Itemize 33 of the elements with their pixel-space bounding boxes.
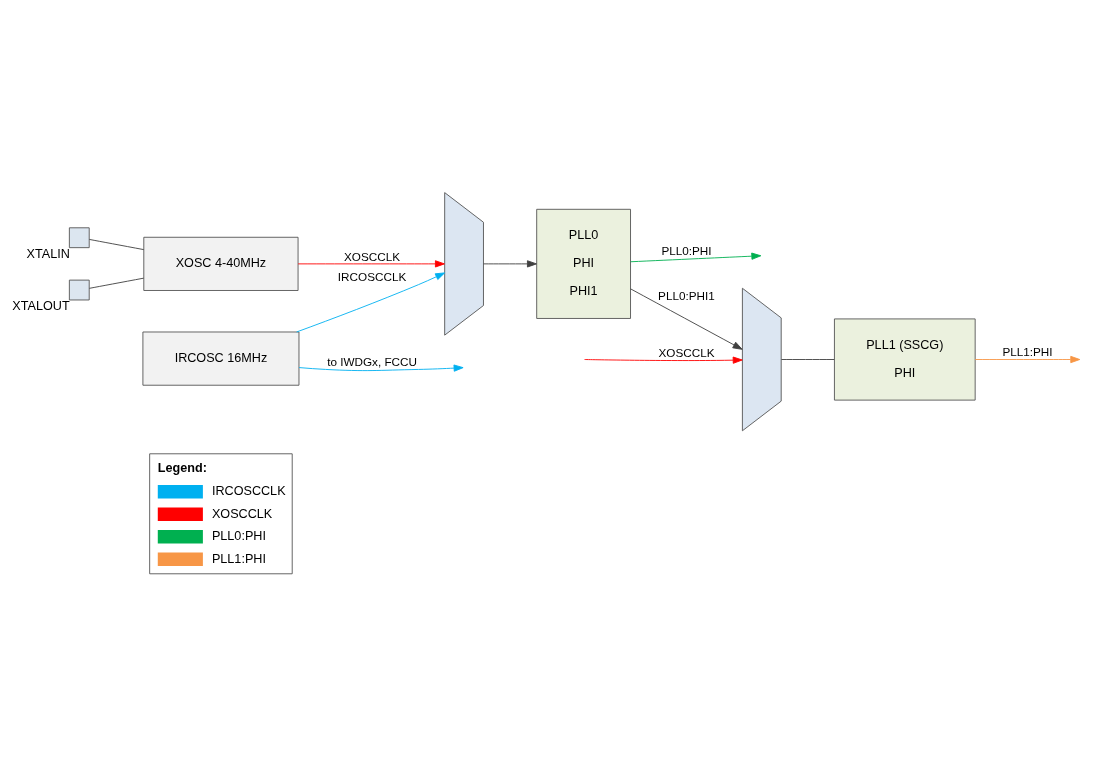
node-trapezoid <box>741 287 782 431</box>
node-box: PLL0 PHI PHI1 <box>536 208 631 319</box>
arrow <box>584 356 743 364</box>
arrow <box>296 271 446 332</box>
legend-label: PLL1:PHI <box>211 551 266 566</box>
arrow <box>483 259 537 267</box>
edge-label: to IWDGx, FCCU <box>327 354 417 368</box>
edge-label: XOSCCLK <box>344 249 401 263</box>
legend-label: PLL0:PHI <box>211 528 266 543</box>
node-trapezoid <box>444 191 484 336</box>
edge-label: PLL0:PHI1 <box>658 288 715 302</box>
node-box <box>68 279 90 300</box>
edge-label: XOSCCLK <box>658 345 715 359</box>
node-box <box>68 226 90 248</box>
node-box: IRCOSC 16MHz <box>142 331 300 386</box>
label: Legend: <box>157 460 207 475</box>
arrow <box>630 287 743 350</box>
arrow <box>298 364 464 372</box>
node-label: XTALOUT <box>12 298 70 313</box>
edge-label: PLL1:PHI <box>1002 344 1053 358</box>
edge-label: IRCOSCCLK <box>337 269 407 283</box>
arrow <box>630 252 762 262</box>
legend-label: IRCOSCCLK <box>211 483 286 498</box>
connector <box>88 238 145 250</box>
node-label: XTALIN <box>26 246 70 261</box>
edge-label: PLL0:PHI <box>661 243 712 257</box>
node-box: PLL1 (SSCG) PHI <box>833 317 976 401</box>
connector <box>88 277 145 289</box>
arrow <box>297 259 445 267</box>
legend-label: XOSCCLK <box>211 506 273 521</box>
connector <box>781 358 835 360</box>
arrow <box>974 355 1081 363</box>
node-box: XOSC 4-40MHz <box>143 236 299 291</box>
